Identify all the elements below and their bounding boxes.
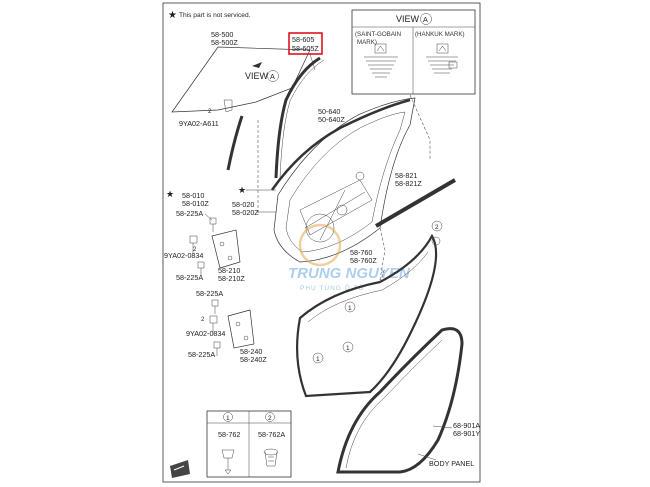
bolt-icon-1 [209,217,217,232]
star-icon: ★ [168,10,177,21]
callout-2-top: 2 [208,109,212,115]
label-body-panel: BODY PANEL [429,459,474,468]
label-58-760: 58-760 [350,248,372,257]
callout-2-a: 2 [193,247,197,253]
watermark: TRUNG NGUYEN PHỤ TÙNG Ô TÔ [288,223,411,292]
outer-weatherstrip [270,98,411,191]
watermark-sub: PHỤ TÙNG Ô TÔ [300,283,364,292]
callout-circle-1b [342,341,354,353]
label-50-640: 50-640 [318,107,340,116]
diagram-frame [162,2,481,483]
clip-icon-1 [221,449,235,475]
callout-2-b: 2 [201,317,205,323]
label-58-605z: 58-605Z [292,44,319,53]
saint-gobain-label-2: MARK) [357,39,377,46]
label-68-901y: 68-901Y [453,429,480,438]
saint-gobain-mark [364,43,398,78]
label-68-901a: 68-901A [453,421,480,430]
view-a-box [351,9,476,95]
glass-channel [226,115,244,171]
label-58-760z: 58-760Z [350,256,377,265]
label-58-225a-3: 58-225A [196,289,223,298]
label-58-500: 58-500 [211,30,233,39]
label-58-240: 58-240 [240,347,262,356]
view-box-title: VIEW [396,14,420,24]
label-58-225a-2: 58-225A [176,273,203,282]
callout-num-1c: 1 [316,356,320,363]
saint-gobain-label: (SAINT-GOBAIN [355,31,401,38]
legend-num-1: 1 [226,415,230,422]
label-58-010: 58-010 [182,191,204,200]
callout-num-1a: 1 [348,305,352,312]
label-58-821z: 58-821Z [395,179,422,188]
label-58-010z: 58-010Z [182,199,209,208]
view-callout-circle [267,70,279,82]
hinge-lower [227,309,255,349]
callout-circle-1a [344,301,356,313]
front-direction-icon [170,460,190,478]
label-58-020: 58-020 [232,200,254,209]
clip-icon-2 [263,448,279,467]
bolt-icon-2 [189,235,198,254]
legend-num-2: 2 [268,415,272,422]
bolt-icon-4 [211,299,219,314]
star-marker-3: ★ [238,185,246,195]
legend-part-1: 58-762 [218,430,240,439]
speaker-opening [305,213,335,243]
label-58-605: 58-605 [292,35,314,44]
label-58-210z: 58-210Z [218,274,245,283]
label-58-500z: 58-500Z [211,38,238,47]
watermark-brand: TRUNG NGUYEN [288,265,411,282]
view-callout: VIEW [245,71,269,81]
label-58-821: 58-821 [395,171,417,180]
door-inner-panel [273,97,416,263]
door-glass [171,46,311,113]
label-9ya02-a611: 9YA02-A611 [179,119,219,128]
callout-circle-1c [312,352,324,364]
view-arrow-icon [252,62,262,68]
star-marker-2: ★ [166,189,174,199]
label-58-240z: 58-240Z [240,355,267,364]
hinge-upper [211,229,241,269]
door-weatherstrip [296,233,438,398]
label-9ya02-0834-1: 9YA02-0834 [164,251,203,260]
legend-part-2: 58-762A [258,430,285,439]
view-box-circle [420,13,432,25]
clip-legend: 1 2 58-762 58-762A [206,410,292,478]
view-callout-letter: A [270,72,275,81]
bolt-icon-3 [197,261,205,276]
window-regulator [299,179,373,236]
callout-circle-2 [431,220,443,232]
bolt-top [223,99,233,113]
label-9ya02-0834-2: 9YA02-0834 [186,329,225,338]
view-box-letter: A [423,15,428,24]
label-58-225a-1: 58-225A [176,209,203,218]
run-channel [274,56,321,179]
label-58-020z: 58-020Z [232,208,259,217]
label-58-225a-4: 58-225A [188,350,215,359]
callout-num-2: 2 [435,224,439,231]
bolt-icon-5 [209,315,218,334]
bolt-icon-6 [213,341,221,356]
label-50-640z: 50-640Z [318,115,345,124]
callout-num-1b: 1 [346,345,350,352]
not-serviced-note: This part is not serviced. [179,12,251,19]
belt-molding [374,178,457,228]
label-58-210: 58-210 [218,266,240,275]
hankuk-label: (HANKUK MARK) [415,31,465,38]
hankuk-mark [426,43,458,74]
body-weatherstrip [336,327,464,474]
highlight-box [288,32,323,55]
